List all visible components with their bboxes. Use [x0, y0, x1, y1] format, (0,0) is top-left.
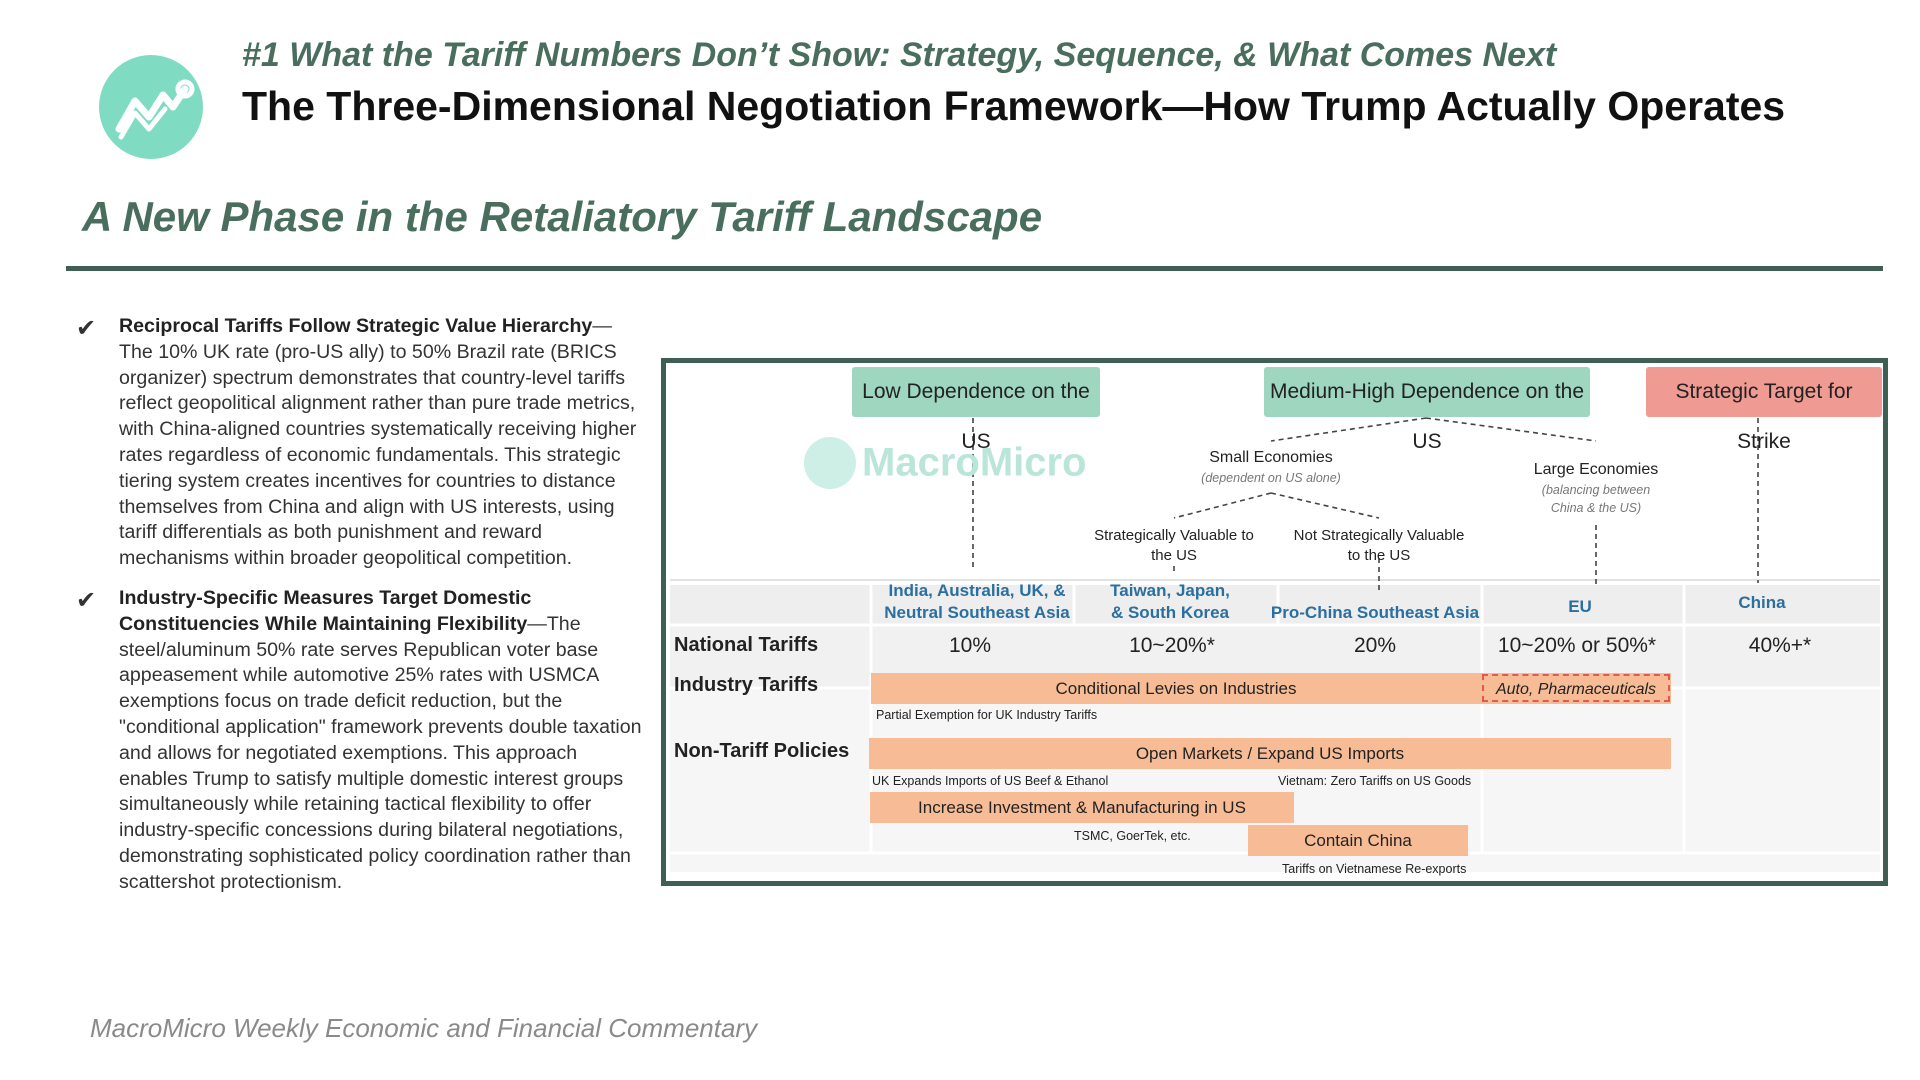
page-title: The Three-Dimensional Negotiation Framew…: [242, 83, 1786, 129]
group-label-line: & South Korea: [1110, 603, 1230, 622]
national-tariff-value: 10~20% or 50%*: [1497, 634, 1657, 657]
row-label-national-tariffs: National Tariffs: [674, 634, 819, 656]
group-eu: EU: [1568, 597, 1592, 616]
row-label-industry-tariffs: Industry Tariffs: [674, 674, 819, 696]
bullet-heading: Reciprocal Tariffs Follow Strategic Valu…: [119, 315, 593, 337]
group-pro-china-southeast-asia: Pro-China Southeast Asia: [1270, 603, 1480, 622]
group-label-line: Taiwan, Japan,: [1110, 581, 1230, 600]
group-label-line: Neutral Southeast Asia: [884, 603, 1070, 622]
checkmark-icon: ✔: [76, 586, 97, 614]
section-title: A New Phase in the Retaliatory Tariff La…: [82, 193, 1043, 240]
checkmark-icon: ✔: [76, 315, 97, 342]
bar-contain-china: Contain China: [1248, 825, 1468, 856]
strategically-valuable-label: Strategically Valuable to the US: [1064, 526, 1284, 566]
national-tariff-value: 10~20%*: [1129, 634, 1215, 657]
large-economies-note: (balancing between: [1541, 483, 1651, 497]
group-china: China: [1738, 593, 1786, 612]
bullet-text: —The steel/aluminum 50% rate serves Repu…: [119, 612, 642, 893]
national-tariff-value: 40%+*: [1748, 634, 1812, 657]
header-low-dependence: Low Dependence on the US: [852, 367, 1100, 453]
not-strategically-valuable-label: Not Strategically Valuable to the US: [1269, 526, 1489, 566]
bullet-list: ✔ Reciprocal Tariffs Follow Strategic Va…: [72, 314, 642, 910]
bar-auto-pharmaceuticals: Auto, Pharmaceuticals: [1482, 674, 1670, 702]
bullet-heading: Industry-Specific Measures Target Domest…: [119, 586, 532, 635]
note-uk-partial-exemption: Partial Exemption for UK Industry Tariff…: [876, 708, 1098, 722]
bullet-item: ✔ Reciprocal Tariffs Follow Strategic Va…: [72, 314, 642, 572]
title-divider: [66, 266, 1883, 271]
watermark: MacroMicro: [804, 437, 1087, 489]
bullet-text: —The 10% UK rate (pro-US ally) to 50% Br…: [119, 315, 637, 570]
small-economies-label: Small Economies: [1209, 449, 1333, 466]
row-label-non-tariff-policies: Non-Tariff Policies: [674, 740, 850, 762]
national-tariff-value: 10%: [948, 634, 992, 657]
strategically-valuable-line: Strategically Valuable to: [1094, 527, 1254, 544]
not-strategically-valuable-line: Not Strategically Valuable: [1293, 527, 1465, 544]
group-taiwan-japan-korea: Taiwan, Japan, & South Korea: [1070, 580, 1270, 624]
watermark-text: MacroMicro: [862, 441, 1087, 485]
footer-text: MacroMicro Weekly Economic and Financial…: [90, 1013, 758, 1043]
header-medium-high-dependence: Medium-High Dependence on the US: [1264, 367, 1590, 453]
strategically-valuable-line: the US: [1151, 547, 1197, 564]
large-economies-note: China & the US): [1550, 501, 1642, 515]
watermark-logo-icon: [804, 437, 856, 489]
national-tariff-value: 20%: [1353, 634, 1397, 657]
bar-increase-investment: Increase Investment & Manufacturing in U…: [870, 792, 1294, 823]
not-strategically-valuable-line: to the US: [1347, 547, 1411, 564]
page-subtitle: #1 What the Tariff Numbers Don’t Show: S…: [242, 36, 1557, 74]
group-india-australia-uk: India, Australia, UK, & Neutral Southeas…: [855, 580, 1099, 624]
header-strategic-target: Strategic Target for Strike: [1646, 367, 1882, 453]
small-economies-note: (dependent on US alone): [1201, 471, 1341, 485]
note-vietnamese-reexports: Tariffs on Vietnamese Re-exports: [1282, 862, 1467, 876]
bullet-item: ✔ Industry-Specific Measures Target Dome…: [72, 586, 642, 896]
note-tsmc-goertek: TSMC, GoerTek, etc.: [1074, 829, 1191, 843]
note-vietnam-zero-tariffs: Vietnam: Zero Tariffs on US Goods: [1278, 774, 1472, 788]
group-label-line: India, Australia, UK, &: [888, 581, 1066, 600]
chart-line-logo-icon: [99, 55, 203, 159]
bar-open-markets: Open Markets / Expand US Imports: [869, 738, 1671, 769]
note-uk-beef-ethanol: UK Expands Imports of US Beef & Ethanol: [872, 774, 1109, 788]
large-economies-label: Large Economies: [1533, 461, 1659, 478]
